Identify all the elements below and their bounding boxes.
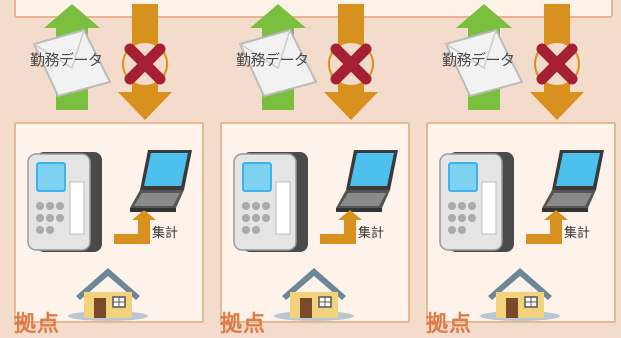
aggregate-label: 集計 — [152, 226, 179, 241]
work-data-label: 勤務データ — [442, 51, 515, 69]
cross-icon — [122, 41, 168, 87]
aggregate-label: 集計 — [564, 226, 591, 241]
site-label: 拠点 — [14, 312, 61, 337]
envelope-icon — [444, 28, 524, 98]
site-unit: 勤務データ — [14, 0, 219, 337]
time-clock-icon — [233, 152, 308, 252]
site-unit: 勤務データ — [426, 0, 621, 337]
data-flow: 勤務データ — [426, 0, 621, 125]
site-unit: 勤務データ — [220, 0, 425, 337]
aggregate-label: 集計 — [358, 226, 385, 241]
envelope-icon — [238, 28, 318, 98]
site-label: 拠点 — [220, 312, 267, 337]
top-panel — [14, 0, 613, 18]
aggregate-arrow-icon — [526, 210, 568, 244]
site-box — [220, 122, 410, 323]
time-clock-icon — [439, 152, 514, 252]
aggregate-arrow-icon — [320, 210, 362, 244]
site-box — [14, 122, 204, 323]
site-box — [426, 122, 616, 323]
site-label: 拠点 — [426, 312, 473, 337]
time-clock-icon — [27, 152, 102, 252]
laptop-icon — [130, 150, 192, 212]
laptop-icon — [542, 150, 604, 212]
house-icon — [68, 268, 148, 321]
aggregate-arrow-icon — [114, 210, 156, 244]
envelope-icon — [32, 28, 112, 98]
data-flow: 勤務データ — [220, 0, 425, 125]
cross-icon — [534, 41, 580, 87]
data-flow: 勤務データ — [14, 0, 219, 125]
work-data-label: 勤務データ — [236, 51, 309, 69]
cross-icon — [328, 41, 374, 87]
house-icon — [274, 268, 354, 321]
house-icon — [480, 268, 560, 321]
laptop-icon — [336, 150, 398, 212]
work-data-label: 勤務データ — [30, 51, 103, 69]
